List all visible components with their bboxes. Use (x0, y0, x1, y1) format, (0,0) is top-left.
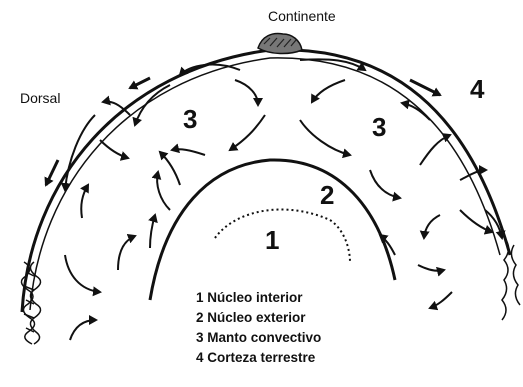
crust-inner-line (30, 58, 500, 310)
layer-number-crust: 4 (470, 74, 484, 105)
legend-item: 2 Núcleo exterior (196, 308, 321, 328)
inner-core-boundary (215, 210, 350, 262)
layer-number-mantle-right: 3 (372, 112, 386, 143)
legend: 1 Núcleo interior 2 Núcleo exterior 3 Ma… (196, 288, 321, 368)
legend-item: 4 Corteza terrestre (196, 348, 321, 368)
legend-item: 1 Núcleo interior (196, 288, 321, 308)
crust-arrow-left (130, 78, 150, 88)
ridge-rift (21, 262, 40, 344)
layer-number-mantle-left: 3 (183, 104, 197, 135)
continent-label: Continente (268, 8, 336, 24)
layer-number-inner-core: 1 (265, 225, 279, 256)
legend-item: 3 Manto convectivo (196, 328, 321, 348)
ridge-label: Dorsal (20, 90, 60, 106)
right-margin-texture (502, 240, 520, 320)
crust-outer-line (22, 50, 510, 312)
crust-arrow-left-lower (46, 160, 58, 185)
layer-number-outer-core: 2 (320, 180, 334, 211)
